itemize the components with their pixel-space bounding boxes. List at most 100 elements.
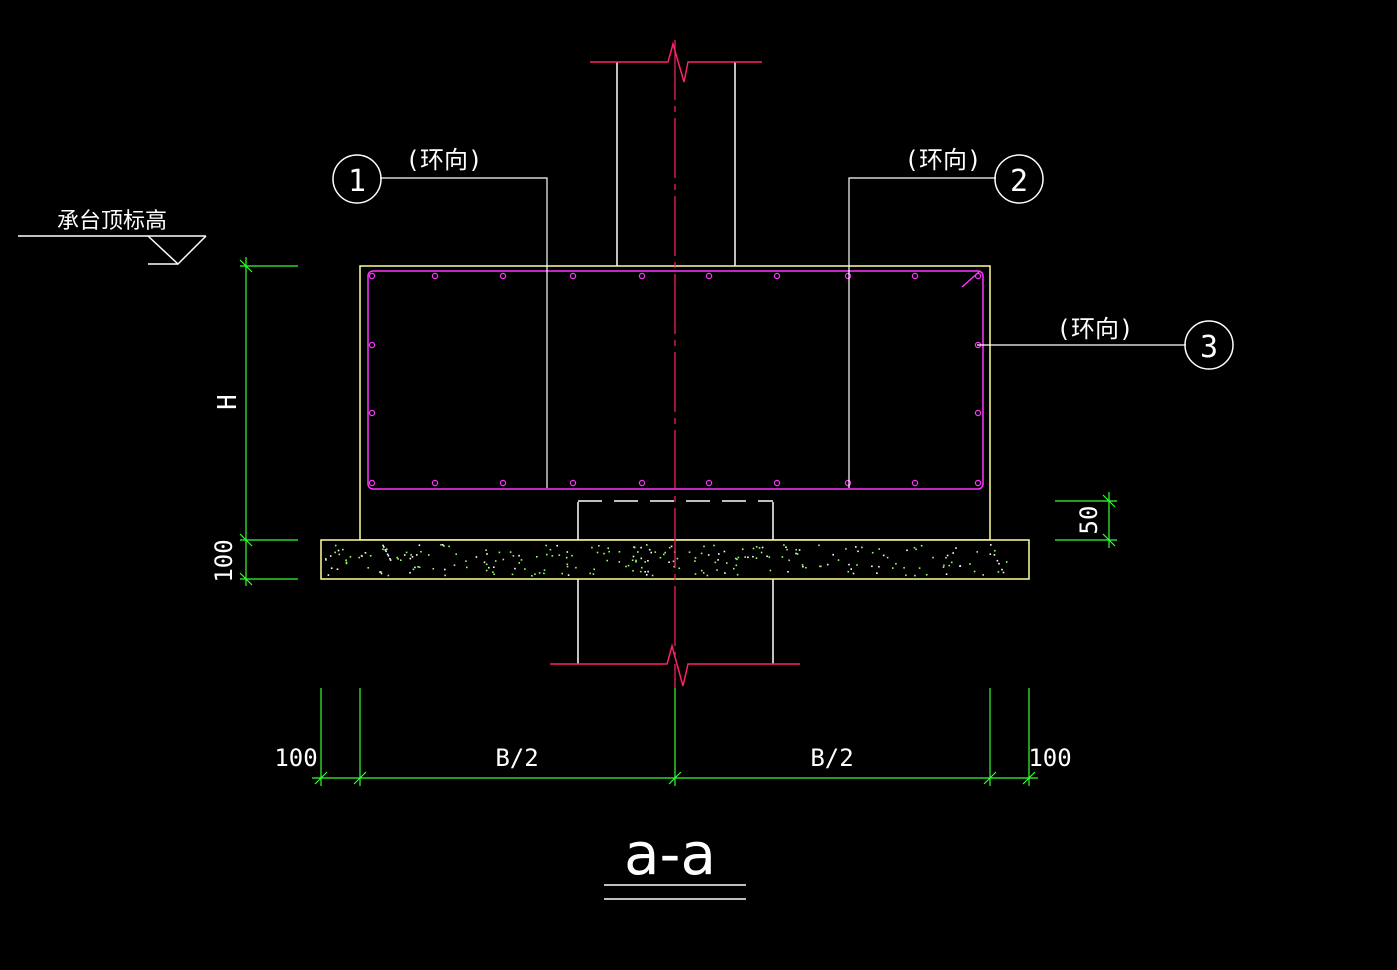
hatch-speck bbox=[334, 544, 337, 547]
rebar-dot bbox=[499, 272, 507, 280]
hatch-speck bbox=[428, 554, 430, 556]
hatch-speck bbox=[466, 566, 468, 569]
elevation-symbol bbox=[18, 235, 207, 266]
hatch-speck bbox=[498, 551, 501, 554]
hatch-speck bbox=[882, 554, 885, 557]
hatch-speck bbox=[646, 544, 648, 546]
hatch-speck bbox=[826, 563, 829, 566]
hatch-speck bbox=[329, 555, 332, 557]
rebar-dot bbox=[974, 409, 982, 417]
rebar-dot bbox=[499, 479, 507, 487]
hatch-speck bbox=[543, 572, 545, 575]
rebar-dot bbox=[368, 272, 376, 280]
hatch-speck bbox=[942, 566, 945, 568]
hatch-speck bbox=[546, 553, 548, 556]
hatch-speck bbox=[903, 567, 905, 569]
hatch-speck bbox=[524, 568, 526, 570]
hatch-speck bbox=[758, 547, 761, 549]
hatch-speck bbox=[531, 575, 533, 577]
hatch-speck bbox=[386, 548, 388, 550]
hatch-speck bbox=[788, 559, 790, 562]
hatch-speck bbox=[703, 545, 705, 548]
hatch-speck bbox=[412, 568, 415, 571]
hatch-speck bbox=[847, 570, 850, 573]
hatch-speck bbox=[706, 574, 709, 577]
hatch-speck bbox=[327, 574, 330, 576]
hatch-speck bbox=[607, 547, 609, 549]
hatch-speck bbox=[976, 551, 978, 553]
hatch-speck bbox=[369, 555, 372, 557]
hatch-speck bbox=[914, 574, 916, 577]
marker-label-3: 3 bbox=[1200, 330, 1218, 365]
hatch-speck bbox=[534, 573, 536, 575]
hatch-speck bbox=[414, 566, 416, 569]
hatch-speck bbox=[952, 552, 954, 554]
hatch-speck bbox=[819, 565, 821, 568]
hatch-speck bbox=[876, 572, 878, 574]
hatch-speck bbox=[845, 548, 847, 550]
marker-label-2: 2 bbox=[1010, 164, 1028, 199]
hatch-speck bbox=[625, 565, 627, 568]
hatch-speck bbox=[783, 544, 785, 546]
hatch-speck bbox=[943, 564, 945, 567]
dim-half-left-label: B/2 bbox=[495, 744, 538, 772]
hatch-speck bbox=[906, 549, 908, 552]
hatch-speck bbox=[1002, 571, 1005, 574]
hatch-speck bbox=[640, 557, 643, 560]
hatch-speck bbox=[364, 552, 367, 554]
hatch-speck bbox=[946, 554, 949, 557]
hatch-speck bbox=[409, 557, 412, 560]
hatch-speck bbox=[694, 573, 697, 575]
hatch-speck bbox=[592, 573, 595, 575]
hatch-speck bbox=[443, 545, 445, 547]
hatch-speck bbox=[589, 572, 591, 575]
hatch-speck bbox=[761, 546, 764, 549]
hatch-speck bbox=[382, 544, 384, 547]
hatch-speck bbox=[664, 551, 666, 554]
hatch-speck bbox=[752, 547, 755, 550]
hatch-speck bbox=[389, 559, 392, 561]
hatch-speck bbox=[453, 564, 456, 566]
marker-circle-2 bbox=[994, 154, 1044, 204]
hatch-speck bbox=[409, 571, 411, 574]
hatch-speck bbox=[483, 561, 486, 564]
hatch-speck bbox=[591, 546, 593, 549]
rebar-dot bbox=[368, 409, 376, 417]
hatch-speck bbox=[769, 569, 772, 572]
dim-cushion-label: 100 bbox=[210, 539, 238, 582]
hatch-speck bbox=[400, 559, 402, 561]
hatch-speck bbox=[360, 554, 363, 557]
marker-circle-3 bbox=[1184, 320, 1234, 370]
hatch-speck bbox=[820, 565, 822, 568]
hatch-speck bbox=[659, 556, 662, 559]
hatch-speck bbox=[802, 565, 804, 568]
hatch-speck bbox=[925, 574, 928, 576]
hatch-speck bbox=[713, 544, 715, 547]
hatch-speck bbox=[766, 555, 768, 558]
hatch-speck bbox=[442, 544, 444, 546]
hatch-speck bbox=[856, 564, 858, 566]
hatch-speck bbox=[485, 563, 488, 566]
hatch-speck bbox=[342, 548, 344, 551]
hatch-speck bbox=[644, 571, 646, 573]
hatch-speck bbox=[593, 568, 595, 571]
column-upper bbox=[616, 62, 736, 266]
hatch-speck bbox=[795, 548, 797, 551]
dim-vertical-right bbox=[1055, 492, 1117, 548]
hatch-speck bbox=[913, 546, 916, 549]
hatch-speck bbox=[654, 551, 657, 553]
hatch-speck bbox=[895, 563, 897, 565]
rebar-dot bbox=[569, 479, 577, 487]
hatch-speck bbox=[367, 567, 369, 569]
hatch-speck bbox=[786, 548, 788, 551]
hatch-speck bbox=[566, 563, 569, 566]
hatch-speck bbox=[566, 551, 569, 553]
dim-half-right-label: B/2 bbox=[810, 744, 853, 772]
hatch-speck bbox=[997, 571, 1000, 573]
section-title-underline bbox=[604, 884, 746, 900]
hatch-speck bbox=[723, 550, 726, 553]
hatch-speck bbox=[915, 548, 917, 551]
hatch-speck bbox=[514, 567, 516, 570]
hatch-speck bbox=[387, 554, 390, 557]
hatch-speck bbox=[694, 557, 697, 559]
